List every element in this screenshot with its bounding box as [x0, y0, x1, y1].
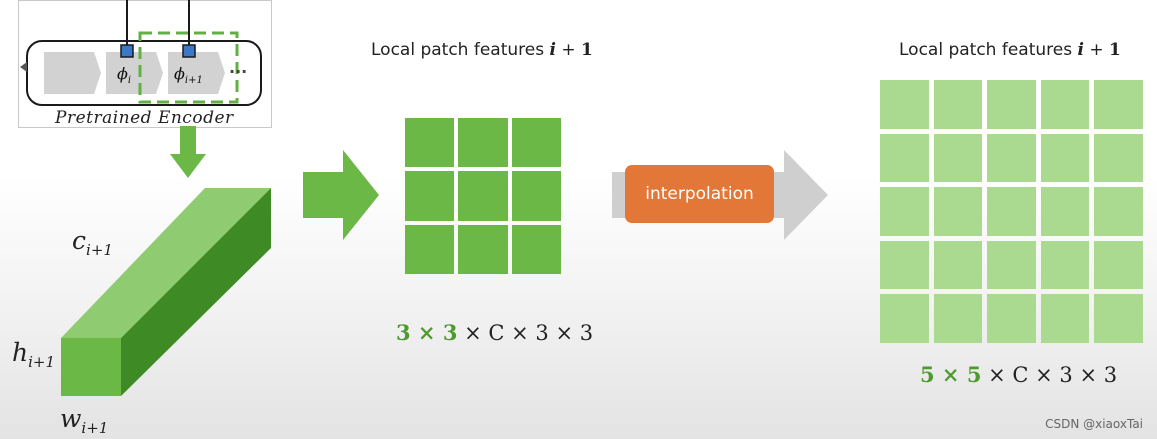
patch-cell [1040, 133, 1090, 183]
phi-i1-tap [182, 44, 196, 58]
patch-cell [987, 294, 1036, 343]
patch-cell [933, 133, 983, 183]
feature-map-side-face [121, 188, 271, 396]
feature-map-top-face [61, 188, 271, 338]
patch-cell [1094, 294, 1143, 343]
encoder-caption: Pretrained Encoder [55, 108, 234, 128]
patch-cell [1040, 294, 1090, 343]
c-label: ci+1 [72, 226, 113, 259]
patch-cell [1040, 240, 1090, 290]
patch-cell [405, 171, 455, 221]
patch-cell [987, 187, 1036, 236]
patch-cell [933, 294, 983, 343]
patch-cell [511, 171, 561, 221]
patch-cell [880, 187, 929, 236]
down-arrow-icon [170, 126, 206, 178]
patch-cell [1040, 80, 1090, 129]
patch-cell [933, 187, 983, 236]
patch-cell [511, 224, 561, 274]
patch-cell [987, 133, 1036, 183]
patch-cell [880, 240, 929, 290]
interpolation-badge: interpolation [625, 165, 774, 223]
phi-i-label: ϕi [117, 64, 132, 87]
patch-cell [880, 133, 929, 183]
feature-map-3d [61, 188, 271, 396]
phi-i1-label: ϕi+1 [174, 64, 203, 87]
formula-large: 5 × 5 × C × 3 × 3 [920, 362, 1118, 387]
patch-cell [1094, 80, 1143, 129]
patch-grid-3x3 [405, 118, 561, 274]
patch-features-title-large: Local patch features i + 1 [899, 40, 1121, 60]
patch-cell [880, 80, 929, 129]
patch-cell [1094, 187, 1143, 236]
patch-cell [405, 118, 455, 168]
patch-cell [880, 294, 929, 343]
stage-block-1 [44, 52, 101, 94]
stage-block-3 [168, 52, 225, 94]
right-arrow-icon [303, 150, 379, 240]
formula-small: 3 × 3 × C × 3 × 3 [396, 320, 594, 345]
patch-cell [511, 118, 561, 168]
feature-map-front-face [61, 338, 121, 396]
patch-cell [987, 240, 1036, 290]
ellipsis-label: ··· [229, 62, 248, 81]
watermark: CSDN @xiaoxTai [1045, 417, 1143, 431]
w-label: wi+1 [60, 404, 109, 437]
patch-cell [933, 80, 983, 129]
phi-i-tap [120, 44, 134, 58]
patch-cell [1094, 133, 1143, 183]
patch-cell [933, 240, 983, 290]
patch-grid-5x5 [880, 80, 1143, 343]
patch-features-title-small: Local patch features i + 1 [371, 40, 593, 60]
encoder-diagram [20, 0, 239, 104]
selection-box [138, 31, 239, 104]
h-label: hi+1 [12, 338, 56, 371]
patch-cell [987, 80, 1036, 129]
patch-cell [458, 224, 508, 274]
stage-block-2 [106, 52, 163, 94]
patch-cell [405, 224, 455, 274]
patch-cell [1040, 187, 1090, 236]
patch-cell [458, 171, 508, 221]
entry-arrow-icon [20, 62, 27, 72]
patch-cell [1094, 240, 1143, 290]
patch-cell [458, 118, 508, 168]
